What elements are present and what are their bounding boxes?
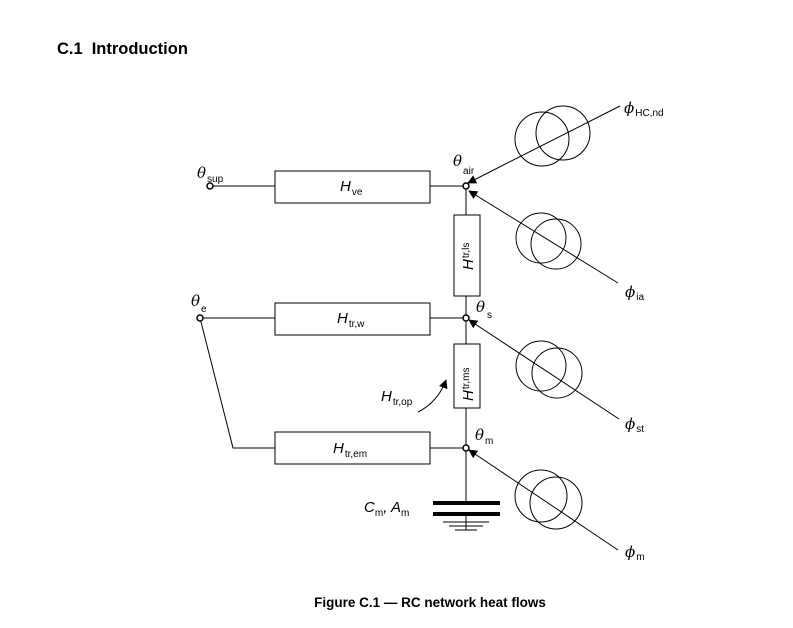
ground-icon <box>443 521 489 531</box>
source-hcnd-circle-a <box>514 111 570 167</box>
label-phi-hcnd: ϕHC,nd <box>624 99 664 119</box>
nodes <box>196 182 470 452</box>
label-theta-sup: θsup <box>197 164 224 185</box>
source-m-circle-a <box>514 469 568 523</box>
wire-e-trem <box>199 317 275 449</box>
node-theta-s <box>462 314 470 322</box>
flow-line-st <box>468 319 620 420</box>
source-ia-circle-a <box>515 212 567 264</box>
label-h-tr-ms: Htr,ms <box>460 367 477 401</box>
resistor-h-tr-w <box>274 302 431 336</box>
label-h-tr-op: Htr,op <box>381 388 413 408</box>
label-theta-air: θair <box>453 152 475 177</box>
section-number: C.1 <box>57 40 83 58</box>
section-title: Introduction <box>91 40 188 58</box>
label-h-tr-ls: Htr,ls <box>460 243 477 270</box>
label-phi-ia: ϕia <box>625 283 644 303</box>
source-m-circle-b <box>529 476 583 530</box>
capacitor-plate-bottom <box>433 512 500 516</box>
flow-line-m <box>468 449 619 551</box>
wires <box>199 185 467 530</box>
capacitor <box>433 501 500 531</box>
resistors <box>274 170 481 465</box>
source-st-circle-b <box>531 347 583 399</box>
source-ia-circle-b <box>530 218 582 270</box>
label-theta-e: θe <box>191 292 207 315</box>
flow-sources <box>417 105 621 551</box>
node-theta-m <box>462 444 470 452</box>
label-theta-m: θm <box>475 426 493 447</box>
capacitor-plate-top <box>433 501 500 505</box>
node-theta-e <box>196 314 204 322</box>
resistor-h-tr-ls <box>453 214 481 297</box>
resistor-h-tr-em <box>274 431 431 465</box>
node-theta-air <box>462 182 470 190</box>
label-capacity: Cm, Am <box>364 499 409 519</box>
label-h-tr-em: Htr,em <box>333 440 367 460</box>
node-theta-sup <box>206 182 214 190</box>
figure-caption: Figure C.1 — RC network heat flows <box>314 595 546 610</box>
flow-line-hcnd <box>467 105 621 184</box>
resistor-h-ve <box>274 170 431 204</box>
source-st-circle-a <box>515 340 567 392</box>
label-phi-st: ϕst <box>625 415 644 435</box>
label-h-tr-w: Htr,w <box>337 310 365 330</box>
flow-arc-trop <box>417 379 448 413</box>
label-phi-m: ϕm <box>625 543 645 563</box>
flow-line-ia <box>468 190 619 284</box>
resistor-h-tr-ms <box>453 343 481 409</box>
section-heading: C.1 Introduction <box>57 40 188 59</box>
label-h-ve: Hve <box>340 178 363 198</box>
source-hcnd-circle-b <box>535 105 591 161</box>
